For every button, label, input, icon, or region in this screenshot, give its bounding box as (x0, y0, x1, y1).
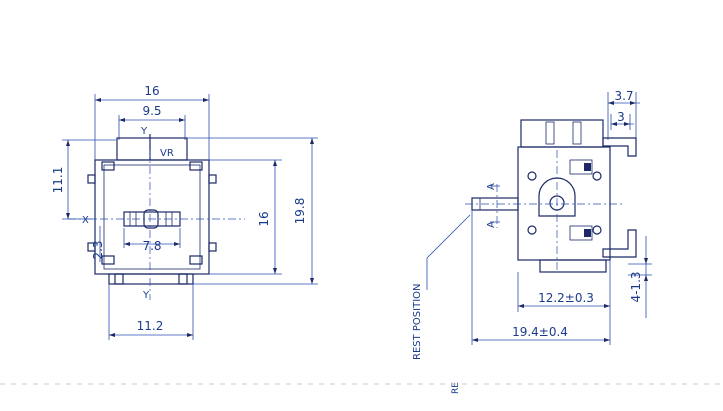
dim-small-label: 2.3 (91, 240, 105, 259)
dim-top-outer-label: 3.7 (614, 89, 633, 103)
label-vr: VR (160, 148, 174, 159)
dimension-top-outer: 3.7 (607, 89, 640, 140)
dim-inner-width-label: 9.5 (142, 104, 161, 118)
side-hole-right-top (592, 171, 602, 181)
dimension-slot: 7.8 (123, 228, 181, 253)
front-view: 16 9.5 Y VR (51, 84, 318, 340)
dim-slot-label: 7.8 (142, 239, 161, 253)
dim-total-label: 19.4±0.4 (512, 325, 568, 339)
side-hole-top (527, 171, 537, 181)
side-hole-right-bottom (592, 225, 602, 235)
label-y-bottom: Y (142, 290, 150, 301)
dimension-total: 19.4±0.4 (471, 210, 611, 345)
label-a-top: A (486, 183, 497, 190)
dim-body-label: 12.2±0.3 (538, 291, 594, 305)
label-y-top: Y (140, 126, 148, 137)
dim-top-inner-label: 3 (617, 110, 625, 124)
dimension-inner-width: 9.5 (118, 104, 186, 140)
dimension-pin: 4-1.3 (628, 236, 652, 318)
dim-bottom-width-label: 11.2 (137, 319, 164, 333)
top-pin (602, 137, 637, 157)
bottom-connector (108, 273, 194, 285)
label-x: X (82, 215, 89, 226)
dimension-bottom-width: 11.2 (108, 284, 194, 340)
label-a-bottom: A (486, 221, 497, 228)
dim-right-inner-label: 16 (257, 211, 271, 226)
front-body (94, 159, 210, 275)
dimension-small: 2.3 (91, 226, 105, 262)
dim-right-outer-label: 19.8 (293, 198, 307, 225)
side-view: 3.7 3 (412, 89, 652, 394)
dimension-body: 12.2±0.3 (517, 260, 611, 312)
dim-top-width-label: 16 (144, 84, 159, 98)
side-hole-bottom (527, 225, 537, 235)
dimension-top-width: 16 (94, 84, 210, 160)
dim-pin-label: 4-1.3 (629, 271, 643, 302)
dimension-left-height: 11.1 (51, 139, 116, 220)
dim-left-height-label: 11.1 (51, 167, 65, 194)
footer-mark: RE (451, 382, 461, 394)
rest-position-leader (426, 214, 471, 290)
dimension-right-outer: 19.8 (187, 137, 318, 285)
shaft (471, 197, 519, 211)
rotor (538, 177, 576, 217)
dimension-top-inner: 3 (610, 110, 634, 130)
label-rest-position: REST POSITION (412, 283, 423, 360)
top-connector (116, 137, 188, 161)
bottom-pin (602, 229, 637, 258)
dimension-right-inner: 16 (209, 159, 282, 275)
